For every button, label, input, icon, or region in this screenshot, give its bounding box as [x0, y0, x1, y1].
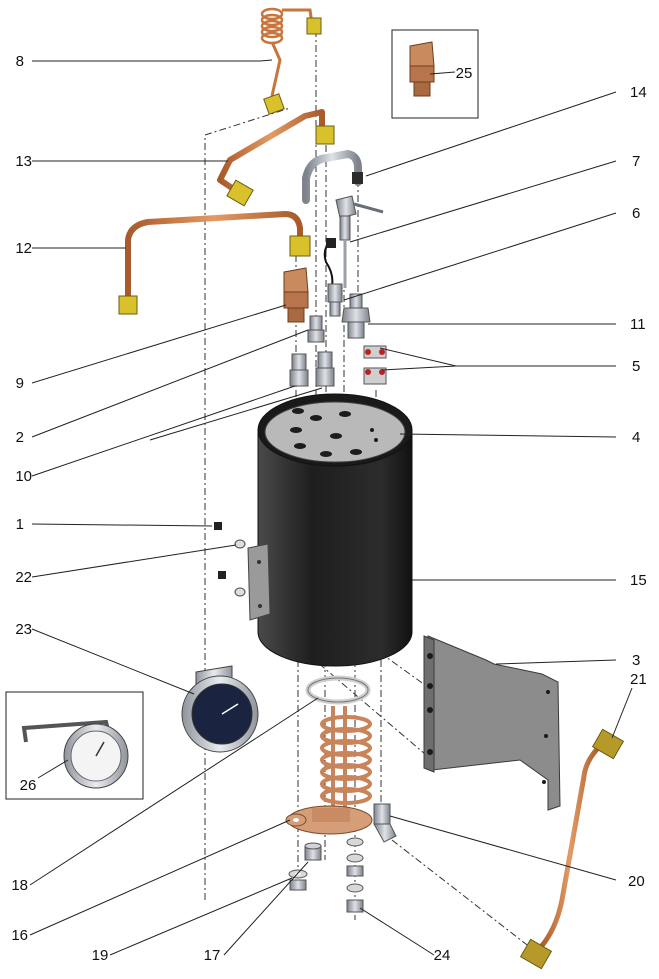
part-25-fitting-inset	[409, 41, 435, 97]
label-18: 18	[11, 877, 28, 894]
label-12: 12	[15, 240, 32, 257]
label-15: 15	[630, 572, 647, 589]
label-6: 6	[632, 205, 640, 222]
label-1: 1	[16, 516, 24, 533]
label-20: 20	[628, 873, 645, 890]
label-5: 5	[632, 358, 640, 375]
part-13-copper-tube	[217, 109, 335, 207]
part-23-gauge	[181, 665, 259, 753]
label-3: 3	[632, 652, 640, 669]
part-labels: 8 13 12 9 2 10 1 22 23 26 18 16 19 17 25…	[11, 53, 646, 964]
part-12-copper-tube	[118, 211, 311, 315]
label-24: 24	[434, 947, 451, 964]
part-19-washer-nut	[288, 869, 308, 891]
label-14: 14	[630, 84, 647, 101]
part-10-fittings	[289, 351, 335, 387]
part-9-fitting	[283, 267, 309, 323]
part-22-washers	[234, 539, 246, 597]
label-11: 11	[630, 316, 646, 333]
part-8-coil-tube	[260, 7, 322, 115]
label-19: 19	[92, 947, 109, 964]
part-11-fitting	[341, 293, 371, 339]
part-24-nuts-washers	[346, 837, 364, 913]
label-9: 9	[16, 375, 24, 392]
part-1-screws	[214, 522, 226, 579]
leader-lines	[29, 59, 633, 956]
part-18-gasket	[305, 675, 371, 705]
label-8: 8	[16, 53, 24, 70]
part-16-flange	[285, 805, 373, 835]
label-10: 10	[15, 468, 32, 485]
part-17-nut	[304, 842, 322, 861]
label-16: 16	[11, 927, 28, 944]
label-22: 22	[15, 569, 32, 586]
label-17: 17	[204, 947, 221, 964]
label-26: 26	[20, 777, 37, 794]
part-2-fitting	[307, 315, 325, 343]
label-7: 7	[632, 153, 640, 170]
part-7-probe	[335, 195, 384, 288]
label-2: 2	[16, 429, 24, 446]
part-3-bracket	[423, 635, 561, 811]
label-25: 25	[456, 65, 473, 82]
label-13: 13	[15, 153, 32, 170]
part-14-steel-tube	[302, 149, 363, 204]
part-6-probe	[323, 238, 343, 317]
part-20-elbow	[373, 803, 397, 843]
label-21: 21	[630, 671, 647, 688]
part-4-boiler-top	[264, 401, 406, 463]
heating-element	[320, 706, 372, 812]
part-26-gauge-inset	[21, 719, 129, 789]
label-4: 4	[632, 429, 640, 446]
label-23: 23	[15, 621, 32, 638]
part-15-boiler	[247, 393, 413, 667]
part-5-thermostats	[363, 345, 387, 385]
